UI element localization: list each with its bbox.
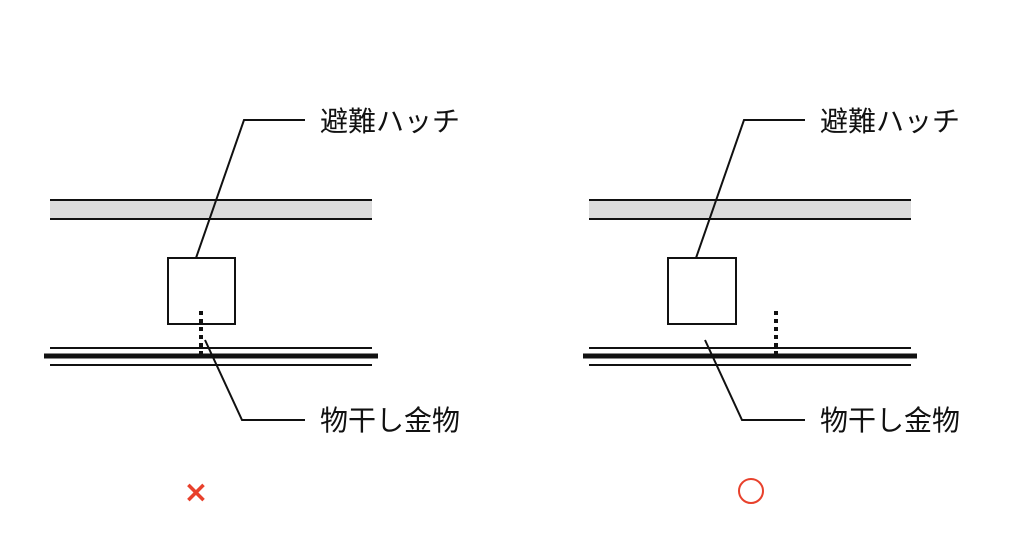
panel-incorrect: 避難ハッチ 物干し金物 ×: [44, 105, 460, 510]
verdict-correct-text: ○: [751, 490, 752, 492]
hanger-leader-line: [704, 339, 805, 421]
hanger-leader-line: [204, 339, 305, 421]
upper-slab: [50, 200, 372, 219]
escape-hatch: [667, 257, 737, 325]
hanger-label: 物干し金物: [320, 404, 460, 437]
upper-slab: [589, 200, 911, 219]
hatch-label: 避難ハッチ: [820, 105, 960, 138]
verdict-incorrect-mark: ×: [183, 475, 208, 510]
escape-hatch: [167, 257, 236, 325]
hatch-label: 避難ハッチ: [320, 105, 460, 138]
verdict-correct-mark: [738, 478, 764, 504]
hatch-leader-line: [195, 119, 305, 259]
hatch-leader-line: [695, 119, 805, 259]
hanger-label: 物干し金物: [820, 404, 960, 437]
panel-correct: 避難ハッチ 物干し金物 ○: [583, 105, 960, 504]
